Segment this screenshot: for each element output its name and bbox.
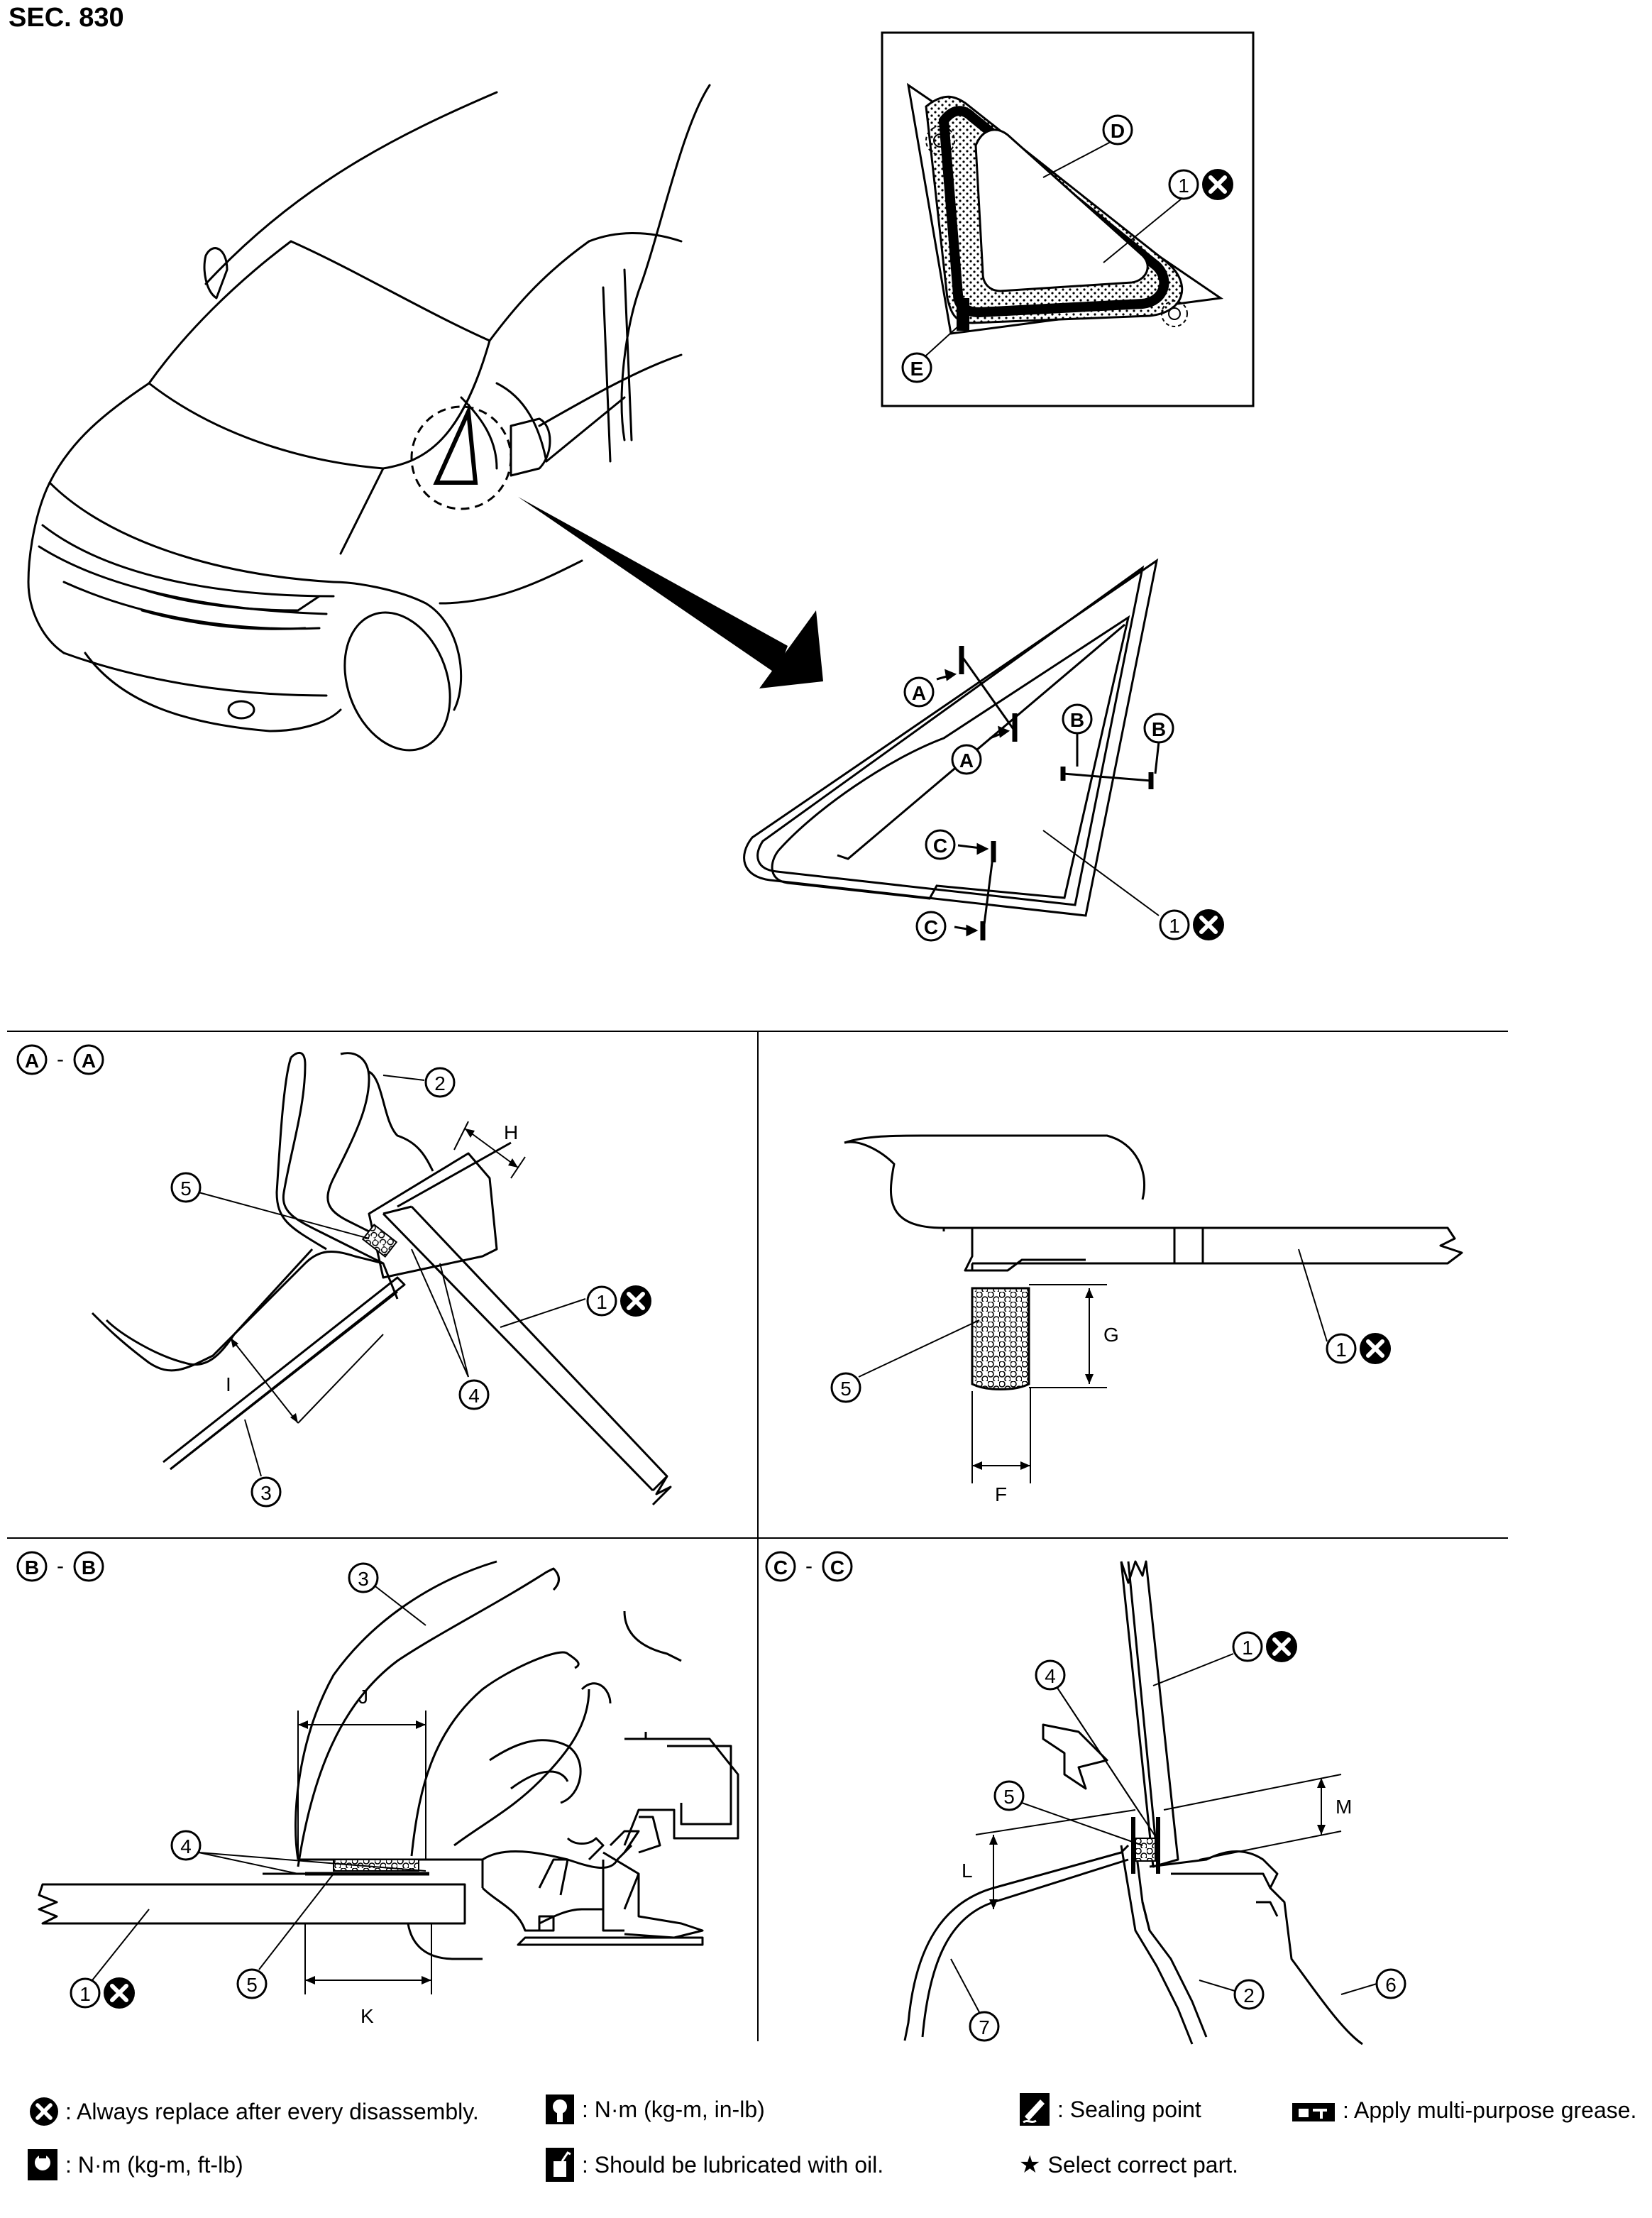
marker-B-1: B — [1070, 709, 1084, 731]
svg-text:1: 1 — [1336, 1339, 1347, 1361]
svg-text:B: B — [82, 1557, 96, 1579]
marker-A-2: A — [959, 750, 974, 772]
spacer-e — [957, 298, 969, 331]
section-cut-marks — [936, 646, 1160, 940]
dim-L: L — [962, 1860, 973, 1882]
svg-text:4: 4 — [468, 1385, 480, 1407]
section-B-B: B - B — [16, 1551, 739, 2027]
section-grid-lines — [7, 1031, 1508, 2041]
svg-text:4: 4 — [1045, 1665, 1056, 1687]
legend-torque-ft-text: : N·m (kg-m, ft-lb) — [65, 2151, 243, 2178]
x-circle-icon — [1193, 909, 1224, 940]
svg-text:7: 7 — [979, 2016, 990, 2038]
svg-text:5: 5 — [246, 1974, 258, 1996]
legend-torque-ft: : N·m (kg-m, ft-lb) — [27, 2148, 243, 2181]
star-icon: ★ — [1019, 2151, 1041, 2178]
dim-M: M — [1336, 1796, 1352, 1818]
legend-replace: : Always replace after every disassembly… — [30, 2097, 479, 2126]
svg-text:B: B — [25, 1557, 39, 1579]
callout-1-glass: 1 — [1169, 915, 1180, 937]
glass-location-mark — [433, 403, 478, 485]
torque-wrench-icon — [546, 2095, 574, 2124]
x-circle-icon — [30, 2097, 58, 2126]
x-circle-icon — [1202, 169, 1233, 200]
marker-A-1: A — [912, 682, 926, 704]
inset-box: D 1 E — [881, 31, 1255, 407]
sealant-tube-icon — [1020, 2093, 1050, 2126]
svg-text:1: 1 — [79, 1983, 91, 2005]
svg-text:-: - — [57, 1554, 64, 1578]
legend-grease-text: : Apply multi-purpose grease. — [1343, 2097, 1637, 2123]
svg-text:4: 4 — [180, 1835, 192, 1857]
svg-text:1: 1 — [596, 1291, 607, 1313]
enlarged-glass — [743, 558, 1159, 917]
legend-torque-in-text: : N·m (kg-m, in-lb) — [582, 2096, 765, 2122]
dim-G: G — [1103, 1324, 1119, 1346]
grease-gun-icon — [1292, 2102, 1335, 2121]
legend-torque-in: : N·m (kg-m, in-lb) — [545, 2094, 765, 2125]
dim-H: H — [504, 1121, 518, 1143]
marker-C-2: C — [924, 916, 938, 938]
legend-replace-text: : Always replace after every disassembly… — [65, 2098, 479, 2124]
svg-text:2: 2 — [434, 1072, 446, 1094]
dim-J: J — [358, 1686, 368, 1708]
part1-glass-inset — [974, 128, 1149, 292]
svg-text:3: 3 — [260, 1482, 272, 1504]
legend-sealing: : Sealing point — [1019, 2092, 1201, 2126]
dim-F: F — [995, 1483, 1007, 1505]
legend-select: ★ Select correct part. — [1019, 2151, 1238, 2179]
dim-I: I — [226, 1373, 231, 1395]
svg-text:1: 1 — [1242, 1637, 1253, 1659]
svg-text:A: A — [82, 1050, 96, 1072]
oil-can-icon — [546, 2148, 574, 2182]
callout-1-inset: 1 — [1178, 175, 1189, 197]
section-title: SEC. 830 — [9, 3, 124, 33]
svg-text:A: A — [25, 1050, 39, 1072]
svg-text:-: - — [57, 1048, 64, 1071]
svg-text:C: C — [773, 1557, 788, 1579]
section-markers: A A B B C C 1 — [903, 676, 1224, 940]
dim-K: K — [360, 2005, 374, 2027]
legend-select-text: Select correct part. — [1047, 2151, 1239, 2178]
detail-circle — [410, 405, 512, 510]
legend-sealing-text: : Sealing point — [1057, 2096, 1201, 2122]
svg-text:C: C — [830, 1557, 844, 1579]
svg-text:5: 5 — [180, 1177, 192, 1199]
marker-C-1: C — [933, 835, 947, 857]
pointer-arrow — [518, 497, 823, 688]
marker-B-2: B — [1152, 718, 1166, 740]
vehicle-outline — [27, 84, 711, 752]
svg-text:2: 2 — [1243, 1984, 1255, 2006]
callout-E: E — [910, 358, 924, 380]
legend-grease: : Apply multi-purpose grease. — [1292, 2097, 1636, 2124]
section-sealant-detail: G F 5 1 — [830, 1134, 1463, 1505]
legend-oil-text: : Should be lubricated with oil. — [582, 2151, 884, 2178]
legend-oil: : Should be lubricated with oil. — [545, 2147, 883, 2183]
svg-text:3: 3 — [358, 1568, 369, 1590]
svg-text:-: - — [805, 1554, 813, 1578]
svg-text:5: 5 — [840, 1378, 852, 1400]
svg-text:5: 5 — [1003, 1786, 1015, 1808]
section-A-A: A - A H I — [16, 1044, 672, 1508]
section-C-C: C - C M L — [765, 1551, 1406, 2046]
callout-D: D — [1111, 120, 1125, 142]
sealant-bead — [971, 1287, 1030, 1390]
svg-text:6: 6 — [1385, 1974, 1397, 1996]
torque-wrench-icon — [28, 2149, 57, 2180]
